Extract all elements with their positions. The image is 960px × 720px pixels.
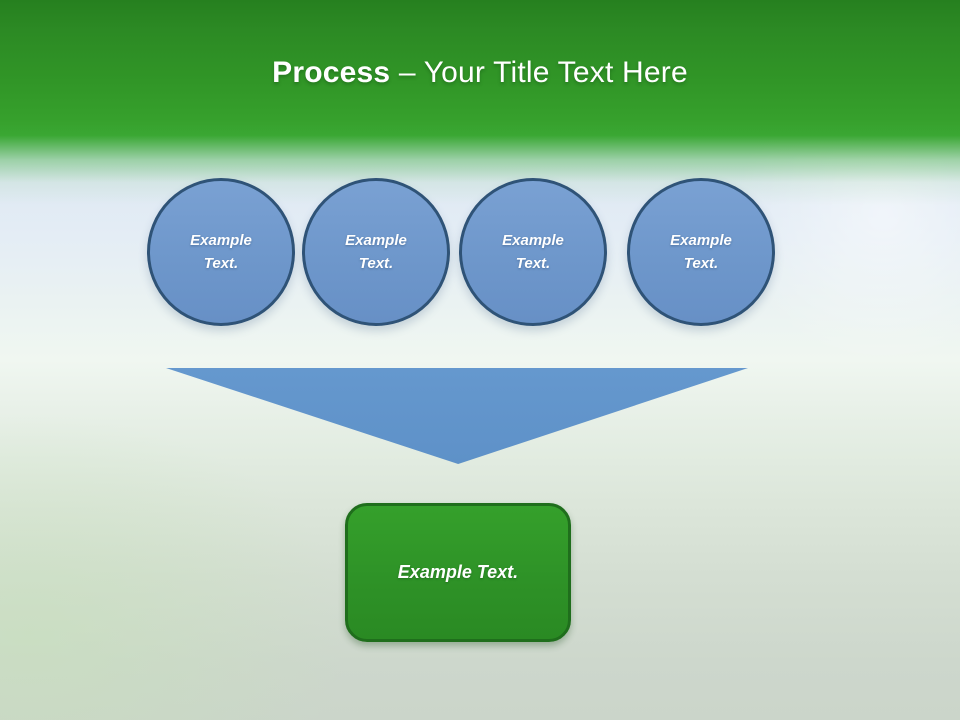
process-step-label: Example Text. bbox=[670, 232, 732, 272]
process-step-label: Example Text. bbox=[345, 232, 407, 272]
funnel-arrow-shape bbox=[166, 368, 748, 464]
process-step-label: Example Text. bbox=[190, 232, 252, 272]
process-step-circle-2: Example Text. bbox=[302, 178, 450, 326]
result-box: Example Text. bbox=[345, 503, 571, 642]
process-step-circle-3: Example Text. bbox=[459, 178, 607, 326]
process-step-label: Example Text. bbox=[502, 232, 564, 272]
slide-title: Process – Your Title Text Here bbox=[0, 56, 960, 90]
title-subtitle: – Your Title Text Here bbox=[398, 56, 688, 89]
result-box-label: Example Text. bbox=[397, 562, 519, 582]
process-step-circle-1: Example Text. bbox=[147, 178, 295, 326]
process-step-circle-4: Example Text. bbox=[627, 178, 775, 326]
header-band bbox=[0, 0, 960, 205]
title-keyword: Process bbox=[272, 56, 391, 89]
